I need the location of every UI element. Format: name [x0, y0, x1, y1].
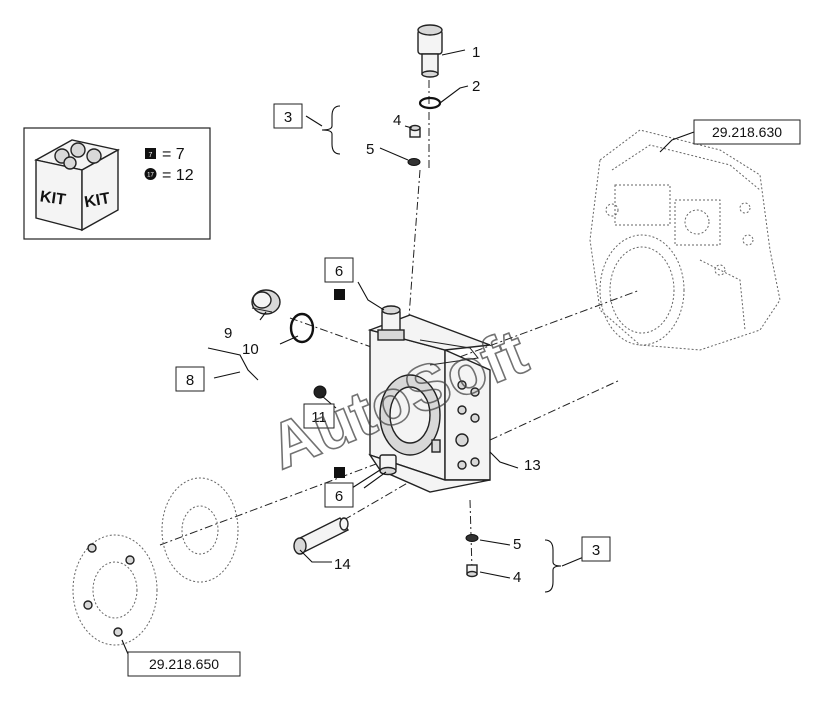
valve-cartridge-lower [379, 454, 397, 476]
callout-5-top: 5 [366, 141, 374, 158]
square-marker-number: 7 [149, 152, 153, 159]
square-marker-icon [145, 148, 156, 159]
sleeve-part-14 [293, 517, 350, 555]
callout-8: 8 [186, 372, 194, 389]
callout-4-top: 4 [393, 112, 401, 129]
kit-label-right: KIT [83, 190, 112, 211]
callout-9: 9 [224, 325, 232, 342]
plug-part-11 [313, 385, 327, 399]
square-marker-value: = 7 [162, 146, 185, 163]
seal-part-5-top [407, 158, 421, 166]
callout-3-top: 3 [284, 109, 292, 126]
leader-lines [121, 49, 695, 655]
o-ring-part-2 [418, 96, 442, 110]
callout-3-bottom: 3 [592, 542, 600, 559]
callout-13: 13 [524, 457, 541, 474]
kit-label-left: KIT [39, 188, 67, 208]
callout-6-top: 6 [335, 263, 343, 280]
callout-4-bottom: 4 [513, 569, 521, 586]
square-marker-icon-bottom [334, 467, 345, 478]
callout-6-bottom: 6 [335, 488, 343, 505]
callout-5-bottom: 5 [513, 536, 521, 553]
callout-11: 11 [311, 409, 327, 426]
cap-part-9 [251, 289, 281, 315]
valve-cartridge-upper [377, 305, 405, 341]
square-marker-icon-top [334, 289, 345, 300]
coupling-reference-label: 29.218.650 [149, 656, 219, 672]
seal-part-5-bottom [465, 534, 479, 542]
pump-housing-drawing [589, 129, 781, 351]
callouts: 1 2 3 4 5 6 9 10 8 11 13 6 14 5 4 3 [175, 44, 611, 586]
plug-part-4-bottom [466, 564, 478, 578]
callout-14: 14 [334, 556, 351, 573]
round-marker-number: 17 [147, 173, 154, 179]
callout-10: 10 [242, 341, 259, 358]
reference-boxes: 29.218.630 29.218.650 [127, 119, 801, 677]
snap-ring-part-10 [289, 312, 315, 344]
round-marker-icon [144, 168, 157, 180]
pump-reference-label: 29.218.630 [712, 124, 782, 140]
plug-part-4-top [409, 124, 421, 138]
kit-legend: KIT KIT 7 = 7 17 = 12 [23, 127, 211, 240]
coupling-flange-drawing [72, 534, 158, 646]
fitting-part-1 [417, 24, 443, 78]
callout-1: 1 [472, 44, 480, 61]
kit-box-icon [34, 139, 120, 232]
round-marker-value: = 12 [162, 167, 194, 184]
coupling-disc-ghost [161, 477, 239, 583]
callout-2: 2 [472, 78, 480, 95]
